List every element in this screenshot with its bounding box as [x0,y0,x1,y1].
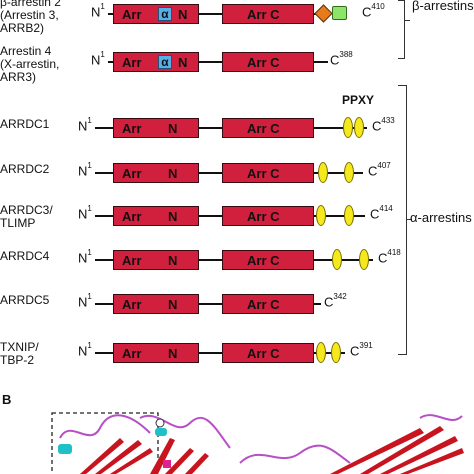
n-terminus: N1 [78,292,92,310]
group-label-beta: β-arrestins [412,0,474,13]
dashed-selection-box [51,412,159,474]
arr-c-domain: Arr C [222,4,314,24]
helix-segment [155,428,167,436]
c-terminus: C407 [368,161,391,179]
beta-strand [110,448,153,474]
n-terminus: N1 [78,116,92,134]
protein-label: ARRDC3/ TLIMP [0,203,53,230]
ppxy-motif-icon [331,342,341,363]
ppxy-motif-icon [344,205,354,226]
n-terminus: N1 [78,204,92,222]
protein-structure-ribbon [51,412,464,474]
ppxy-motif-icon [318,162,328,183]
label-line: (Arrestin 3, [0,8,59,22]
c-terminus: C410 [362,2,385,20]
residue-marker [163,460,171,468]
ppxy-motif-icon [316,342,326,363]
c-terminus: C418 [378,248,401,266]
beta-strand [330,428,424,474]
label-line: β-arrestin 2 [0,0,61,9]
protein-label: Arrestin 4 (X-arrestin, ARR3) [0,45,59,84]
arr-n-domain: Arr N [113,250,199,270]
c-terminus: C342 [324,292,347,310]
backbone-line [108,13,328,15]
label-line: (X-arrestin, [0,57,60,71]
green-box-icon [332,6,347,20]
ppxy-motif-icon [316,205,326,226]
ppxy-motif-icon [359,249,369,270]
beta-strand [80,438,124,474]
label-line: ARRB2) [0,21,45,35]
beta-strand [400,448,464,474]
residue-marker [155,418,165,428]
n-terminus: N1 [78,248,92,266]
arr-c-domain: Arr C [222,52,314,72]
label-line: Arrestin 4 [0,44,52,58]
panel-b-label: B [2,392,12,407]
arr-n-domain: Arr N [113,343,199,363]
beta-strand [185,453,209,474]
ppxy-motif-icon [343,117,353,138]
protein-label: ARRDC5 [0,293,50,307]
beta-strand [380,436,458,474]
arr-c-domain: Arr C [222,163,314,183]
arr-c-domain: Arr C [222,250,314,270]
bracket-tick [404,20,410,21]
protein-label: ARRDC1 [0,117,50,131]
helix-segment [58,444,72,454]
alpha-helix-icon: α [158,7,172,21]
alpha-bracket [398,85,407,355]
beta-strand [165,448,194,474]
beta-strand [360,426,444,474]
arr-c-domain: Arr C [222,206,314,226]
arr-n-domain: Arr α N [113,52,199,72]
alpha-helix-icon: α [158,55,172,69]
ppxy-motif-icon [354,117,364,138]
arr-n-domain: Arr N [113,118,199,138]
arr-c-domain: Arr C [222,294,314,314]
n-terminus: N1 [91,2,105,20]
beta-strand [95,440,142,474]
loop-strand [419,414,463,421]
n-terminus: N1 [78,341,92,359]
c-terminus: C391 [350,341,373,359]
arr-n-domain: Arr N [113,206,199,226]
arr-n-domain: Arr N [113,163,199,183]
arr-n-domain: Arr α N [113,4,199,24]
orange-diamond-icon [314,4,333,23]
ppxy-motif-label: PPXY [342,93,375,107]
arr-c-domain: Arr C [222,118,314,138]
loop-strand [59,414,151,439]
beta-strand [150,438,175,474]
loop-strand [239,444,351,464]
protein-label: β-arrestin 2 (Arrestin 3, ARRB2) [0,0,61,35]
beta-bracket [398,0,405,59]
ppxy-motif-icon [344,162,354,183]
n-terminus: N1 [78,161,92,179]
loop-strand [139,415,231,449]
protein-label: ARRDC4 [0,249,50,263]
c-terminus: C414 [370,204,393,222]
backbone-line [95,303,321,305]
label-line: ARR3) [0,70,37,84]
backbone-line [95,352,345,354]
group-label-alpha: α-arrestins [410,210,472,225]
protein-label: TXNIP/ TBP-2 [0,340,39,367]
c-terminus: C388 [330,50,353,68]
backbone-line [108,61,328,63]
n-terminus: N1 [91,50,105,68]
bracket-tick [406,219,412,220]
ppxy-motif-icon [332,249,342,270]
arr-c-domain: Arr C [222,343,314,363]
arr-n-domain: Arr N [113,294,199,314]
c-terminus: C433 [372,116,395,134]
protein-label: ARRDC2 [0,162,50,176]
